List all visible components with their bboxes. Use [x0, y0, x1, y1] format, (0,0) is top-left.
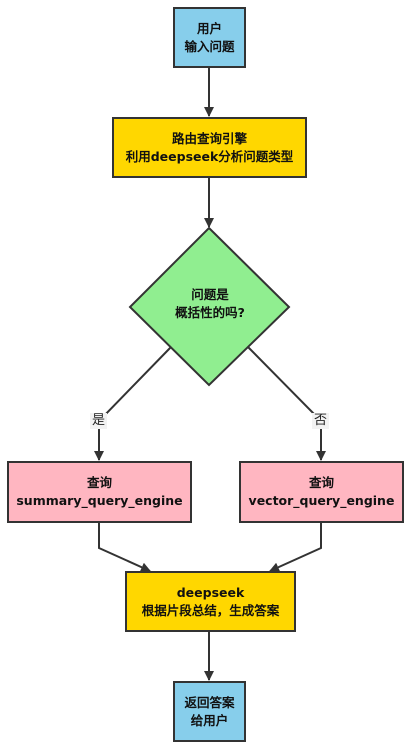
decision-line-2: 概括性的吗?: [175, 305, 245, 320]
start-node: 用户 输入问题: [173, 7, 246, 68]
end-line-2: 给用户: [190, 712, 229, 728]
deepseek-line-1: deepseek: [176, 584, 245, 600]
decision-diamond: [128, 226, 291, 387]
start-line-1: 用户: [196, 20, 222, 36]
vector-line-2: vector_query_engine: [248, 493, 395, 508]
start-line-2: 输入问题: [184, 38, 235, 54]
end-line-1: 返回答案: [184, 694, 235, 710]
edge-summary-deepseek: [98, 522, 151, 572]
edge-decision-summary: [94, 346, 172, 461]
edge-vector-deepseek: [269, 522, 322, 572]
edge-label-yes: 是: [90, 413, 108, 429]
vector-line-1: 查询: [308, 475, 334, 490]
edge-label-no: 否: [312, 413, 330, 429]
summary-line-2: summary_query_engine: [16, 493, 183, 508]
decision-line-1: 问题是: [191, 287, 229, 302]
router-node: 路由查询引擎 利用deepseek分析问题类型: [112, 117, 307, 178]
router-line-1: 路由查询引擎: [171, 130, 247, 146]
deepseek-node: deepseek 根据片段总结，生成答案: [125, 571, 296, 632]
end-node: 返回答案 给用户: [173, 681, 246, 742]
decision-label: 问题是 概括性的吗?: [140, 282, 280, 326]
deepseek-line-2: 根据片段总结，生成答案: [141, 602, 280, 618]
edge-decision-vector: [247, 346, 326, 461]
summary-engine-node: 查询 summary_query_engine: [7, 461, 192, 523]
vector-engine-node: 查询 vector_query_engine: [239, 461, 404, 523]
summary-line-1: 查询: [86, 475, 112, 490]
router-line-2: 利用deepseek分析问题类型: [125, 148, 294, 164]
